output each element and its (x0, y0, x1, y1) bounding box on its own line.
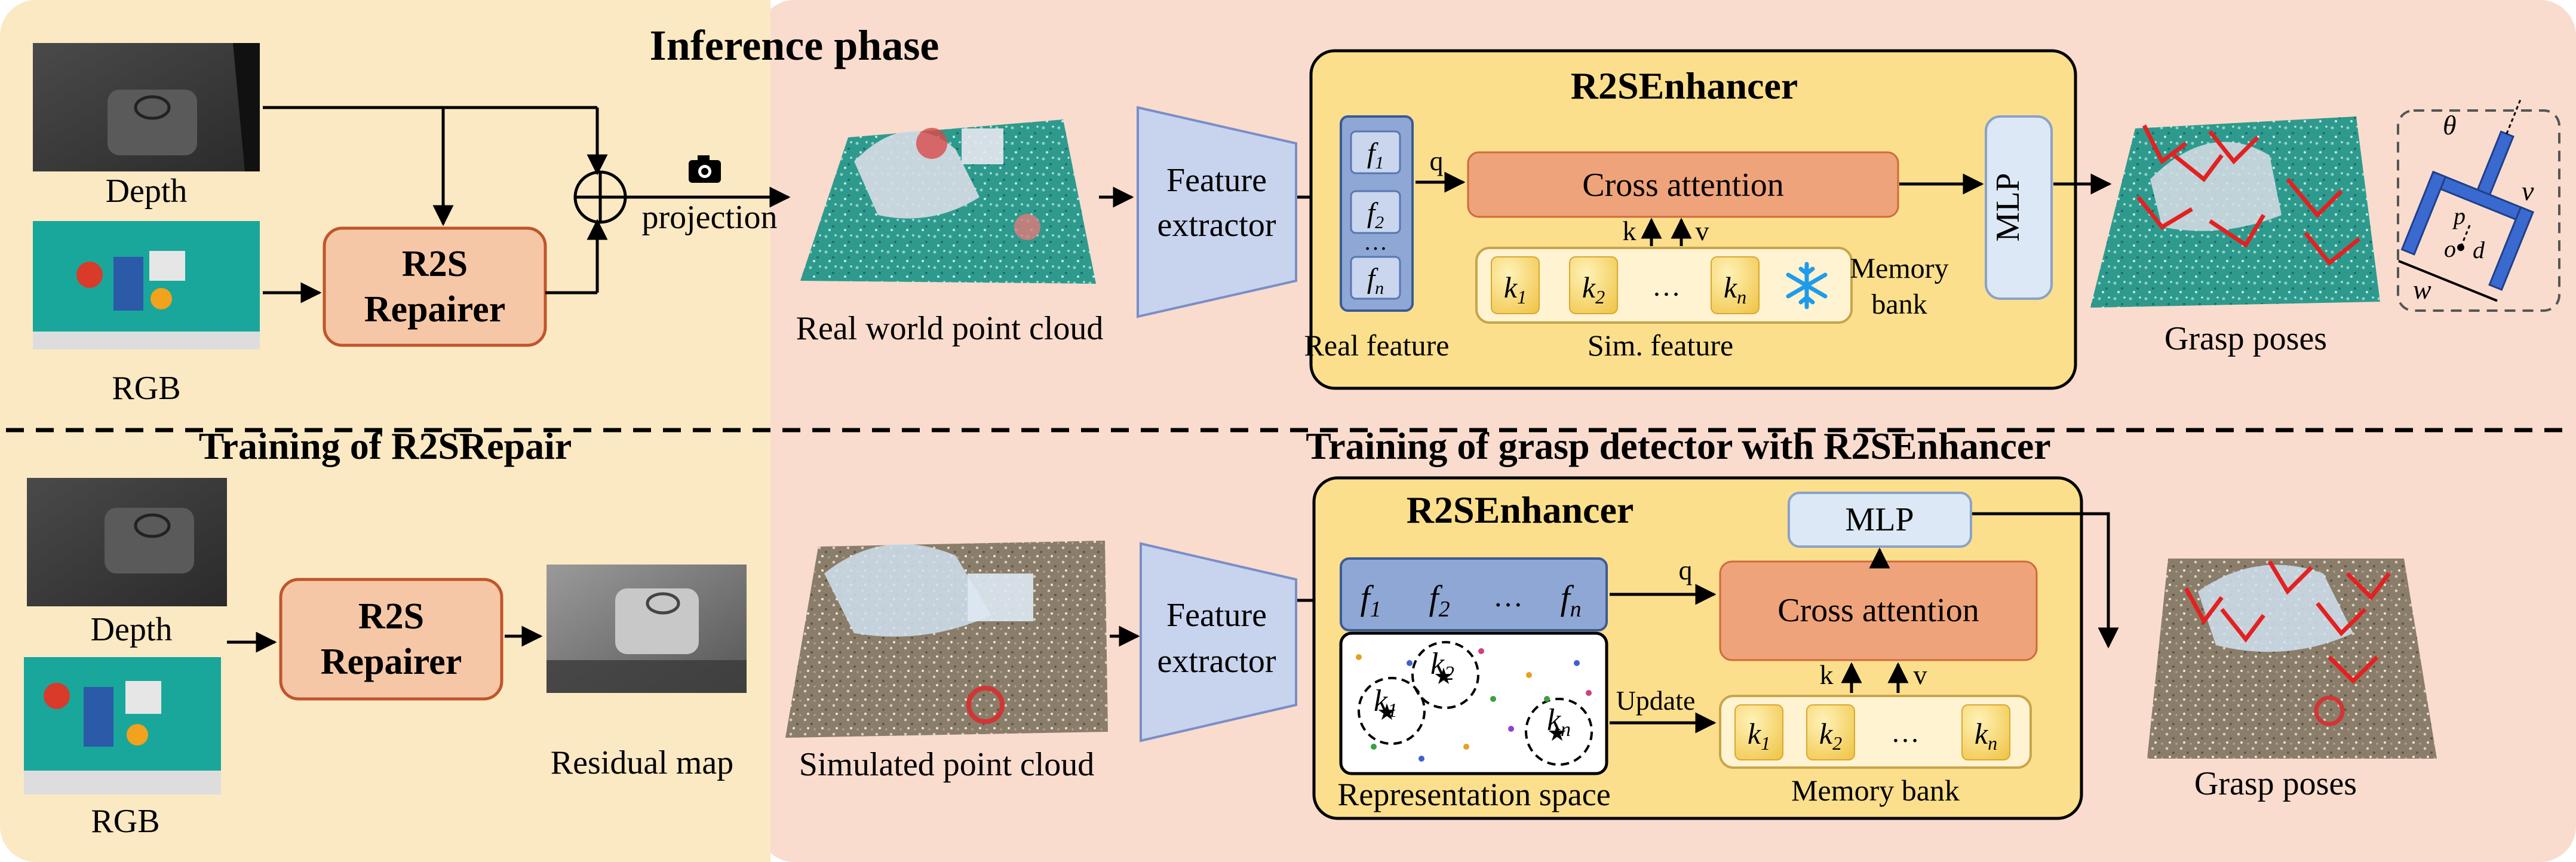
top-feature-extractor-line1: Feature (1166, 162, 1267, 199)
bottom-v-label: v (1914, 659, 1927, 690)
detector-training-title: Training of grasp detector with R2SEnhan… (1306, 425, 2050, 467)
bottom-cross-attention-label: Cross attention (1777, 592, 1979, 629)
top-mlp (1985, 115, 2053, 300)
bottom-repairer-line2: Repairer (321, 642, 462, 682)
bottom-depth-label: Depth (91, 611, 173, 648)
gripper-theta: θ (2443, 110, 2457, 140)
svg-text:★: ★ (1547, 721, 1567, 746)
top-memory-label-line2: bank (1871, 289, 1927, 320)
bottom-feature-row (1340, 557, 1608, 631)
top-repairer-line1: R2S (402, 244, 468, 284)
bottom-q-label: q (1679, 555, 1693, 585)
bottom-memory-label: Memory bank (1791, 774, 1960, 807)
gripper-o: o (2444, 235, 2456, 262)
bottom-grasp-label: Grasp poses (2194, 765, 2357, 802)
bottom-memory-bank (1719, 695, 2032, 769)
real-feature-stack (1340, 115, 1414, 312)
top-left-arrows (263, 106, 791, 303)
bottom-key-k1: k1 (1748, 717, 1770, 754)
svg-text:★: ★ (1433, 664, 1454, 689)
bottom-k-label: k (1820, 659, 1834, 690)
gripper-d: d (2473, 237, 2485, 263)
top-sim-feature-label: Sim. feature (1588, 329, 1733, 362)
top-key-dots: … (1652, 271, 1681, 302)
cluster-kn: kn (1547, 703, 1571, 741)
gripper-v: v (2522, 176, 2534, 206)
bottom-enhancer-title: R2SEnhancer (1407, 489, 1634, 531)
camera-icon (689, 155, 721, 183)
top-q-label: q (1430, 146, 1444, 176)
top-memory-keys (1491, 256, 1760, 314)
top-grasp-label: Grasp poses (2164, 320, 2327, 357)
depth-image (33, 43, 260, 171)
residual-map-image (546, 565, 747, 693)
top-kv-arrows (1641, 217, 1692, 246)
top-cross-attention-label: Cross attention (1582, 167, 1784, 204)
repair-training-title: Training of R2SRepair (199, 425, 572, 467)
bottom-mlp-label: MLP (1845, 501, 1914, 538)
bottom-kv-arrows (1841, 662, 1909, 693)
bottom-rgb-label: RGB (91, 803, 159, 840)
inference-title: Inference phase (650, 22, 939, 69)
top-repairer-box (323, 226, 547, 347)
residual-map-label: Residual map (551, 744, 733, 781)
projection-label: projection (641, 199, 777, 236)
top-feature-extractor (1137, 106, 1297, 318)
bottom-mlp-output-arrow (1972, 512, 2119, 649)
top-cross-attention (1467, 151, 1899, 218)
bottom-rgb-image (24, 657, 221, 794)
bottom-feature-extractor-line1: Feature (1166, 597, 1267, 634)
bottom-key-dots: … (1891, 717, 1920, 749)
sum-operator (573, 170, 627, 224)
svg-text:★: ★ (1377, 700, 1397, 725)
rgb-image (33, 221, 260, 349)
update-label: Update (1616, 685, 1696, 716)
simulated-point-cloud-label: Simulated point cloud (799, 746, 1095, 783)
simulated-point-cloud (785, 541, 1108, 738)
bottom-mlp (1788, 492, 1972, 548)
top-feature-dots: … (1364, 228, 1387, 255)
rgb-label: RGB (112, 370, 180, 407)
depth-label: Depth (106, 173, 188, 210)
top-memory-label-line1: Memory (1850, 253, 1948, 284)
gripper-diagram-box (2397, 109, 2560, 312)
top-k-label: k (1623, 216, 1637, 246)
top-grasp-point-cloud (2090, 116, 2380, 308)
top-v-label: v (1696, 216, 1709, 246)
real-point-cloud-label: Real world point cloud (796, 310, 1104, 347)
top-mlp-label: MLP (1989, 173, 2027, 241)
bottom-repairer-line1: R2S (358, 596, 424, 637)
representation-space-label: Representation space (1337, 777, 1610, 812)
bottom-repairer-box (279, 578, 503, 701)
bottom-feature-extractor-line2: extractor (1157, 643, 1276, 680)
bottom-memory-keys (1734, 704, 2010, 760)
top-real-feature-label: Real feature (1304, 329, 1450, 362)
representation-points: ★ ★ ★ (1356, 641, 1593, 766)
bottom-feature-extractor (1140, 542, 1297, 743)
bottom-grasp-point-cloud (2147, 559, 2437, 759)
top-feature-extractor-line2: extractor (1157, 207, 1276, 244)
top-repairer-line2: Repairer (364, 289, 505, 330)
gripper-icon (2398, 97, 2534, 302)
top-enhancer-title: R2SEnhancer (1571, 65, 1798, 107)
gripper-p: p (2452, 203, 2466, 229)
bottom-feature-dots: … (1493, 579, 1523, 613)
real-point-cloud (800, 119, 1096, 284)
bottom-depth-image (27, 478, 227, 606)
gripper-w: w (2413, 274, 2431, 305)
